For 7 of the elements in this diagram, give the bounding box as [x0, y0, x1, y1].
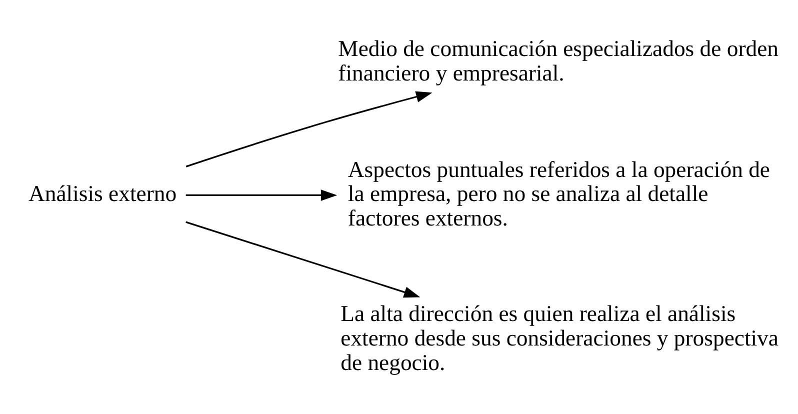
node-text: Análisis externo: [28, 181, 177, 206]
arrow: [186, 91, 432, 168]
node-text: Medio de comunicación especializados de orden financiero y empresarial.: [338, 36, 779, 86]
arrow: [186, 221, 420, 298]
node-text: Aspectos puntuales referidos a la operación de la empresa, pero no se analiza al detalle factores externos.: [348, 156, 770, 231]
node-text: La alta dirección es quien realiza el análisis externo desde sus consideraciones y prospectiva de negocio.: [340, 301, 778, 375]
arrow: [186, 190, 338, 201]
